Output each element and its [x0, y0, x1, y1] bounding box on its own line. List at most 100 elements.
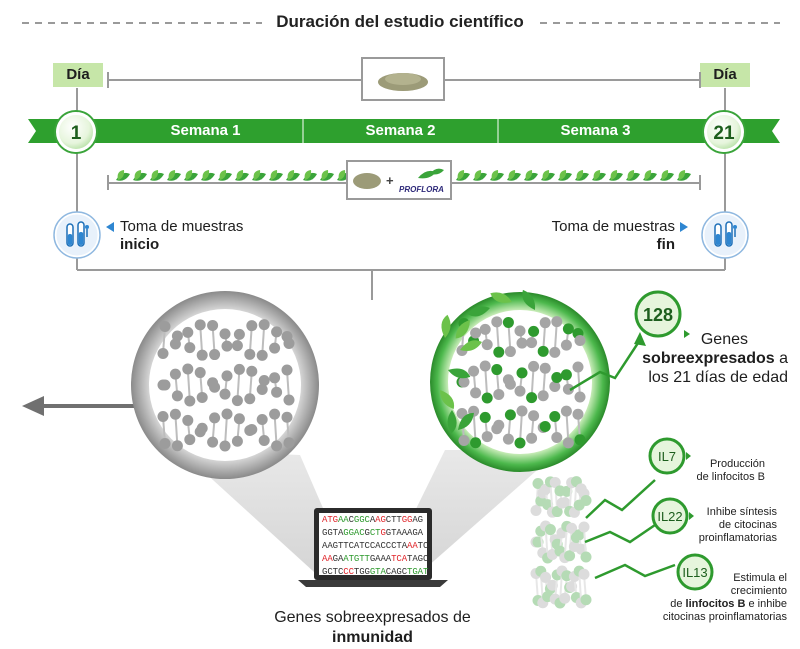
sequence-line: AAGAATGTTGAAATCATAGC	[322, 554, 429, 564]
sequence-line: GCTCCCTGGGTACAGCTGAT	[322, 567, 429, 577]
dna-node	[470, 327, 482, 339]
dna-node	[196, 349, 208, 361]
dna-node	[575, 483, 587, 495]
dna-node	[572, 361, 584, 373]
leaf-icon	[116, 170, 130, 181]
leaf-icon	[269, 170, 283, 181]
leaf-icon	[167, 170, 181, 181]
leaf-icon	[133, 170, 147, 181]
dna-node	[209, 412, 221, 424]
dna-node	[246, 320, 258, 332]
dna-node	[568, 506, 580, 518]
dna-node	[194, 367, 206, 379]
il13-line3: de linfocitos B e inhibe	[670, 598, 787, 610]
dna-node	[196, 391, 208, 403]
leaf-icon	[575, 170, 589, 181]
dna-node	[562, 383, 574, 395]
dna-node	[539, 420, 551, 432]
il7-badge: IL7	[658, 449, 676, 464]
dna-node	[470, 387, 482, 399]
dna-node	[526, 337, 538, 349]
dna-node	[514, 437, 526, 449]
dna-node	[481, 392, 493, 404]
dna-node	[528, 410, 540, 422]
dna-node	[530, 568, 542, 580]
dna-node	[219, 328, 231, 340]
dna-node	[231, 395, 243, 407]
gene-illustration: 128 IL7 IL22 IL13	[22, 289, 714, 609]
bottom-caption: Genes sobreexpresados de inmunidad	[240, 608, 505, 648]
dna-node	[537, 345, 549, 357]
dna-node	[573, 565, 585, 577]
il22-line1: Inhibe síntesis	[706, 506, 777, 518]
genes-line2: sobreexpresados a	[590, 349, 788, 368]
dna-node	[537, 597, 549, 609]
dna-node	[528, 325, 540, 337]
dna-node	[544, 476, 556, 488]
dna-node	[578, 568, 590, 580]
sample-tube-icon-start	[53, 211, 101, 259]
dna-node	[169, 368, 181, 380]
dna-node	[542, 552, 554, 564]
dna-node	[233, 413, 245, 425]
dna-node	[207, 319, 219, 331]
leaf-icon	[507, 170, 521, 181]
dna-node	[528, 360, 540, 372]
dna-node	[530, 536, 542, 548]
leaf-icon	[524, 170, 538, 181]
day-end-badge: 21	[704, 112, 744, 152]
genes-line2-bold: sobreexpresados	[642, 350, 775, 367]
dna-node	[551, 538, 563, 550]
sequence-line: GGTAGGACGCTGGTAAAGA	[322, 528, 423, 538]
dna-node	[502, 316, 514, 328]
dna-node	[578, 488, 590, 500]
dna-node	[504, 378, 516, 390]
dna-node	[560, 339, 572, 351]
sequence-line: ATGAACGGCAAGCTTGGAG	[322, 515, 423, 525]
dna-node	[540, 571, 552, 583]
dna-node	[537, 487, 549, 499]
dna-node	[182, 326, 194, 338]
dna-node	[574, 391, 586, 403]
dna-node	[283, 394, 295, 406]
leaf-icon	[440, 390, 455, 409]
leaf-icon	[660, 170, 674, 181]
dna-node	[535, 525, 547, 537]
dna-node	[271, 440, 283, 452]
leaf-icon	[447, 410, 457, 434]
leaf-icon	[458, 412, 474, 430]
sampling-start-text: Toma de muestras inicio	[120, 218, 243, 254]
dna-node	[537, 390, 549, 402]
dna-node	[564, 505, 576, 517]
leaf-icon	[320, 170, 334, 181]
leaf-icon	[150, 170, 164, 181]
dna-node	[514, 325, 526, 337]
dna-node	[530, 504, 542, 516]
dna-node	[578, 521, 590, 533]
dna-node	[549, 380, 561, 392]
dna-node	[566, 522, 578, 534]
sampling-end-text: Toma de muestras fin	[520, 218, 675, 254]
il13-description: Estimula el crecimiento de linfocitos B …	[620, 572, 787, 624]
leaf-icon	[286, 170, 300, 181]
dna-node	[493, 388, 505, 400]
dna-node	[535, 495, 547, 507]
dna-node	[542, 499, 554, 511]
gene-count-badge: 128	[643, 305, 673, 325]
dna-node	[171, 440, 183, 452]
dna-node	[256, 383, 268, 395]
dna-node	[570, 592, 582, 604]
dna-node	[504, 409, 516, 421]
dna-node	[566, 580, 578, 592]
leaf-icon	[467, 306, 490, 317]
dna-node	[559, 592, 571, 604]
leaf-icon	[626, 170, 640, 181]
dna-node	[561, 570, 573, 582]
dna-node	[562, 323, 574, 335]
dna-node	[256, 349, 268, 361]
dna-node	[491, 364, 503, 376]
dna-node	[246, 423, 258, 435]
week-2-label: Semana 2	[365, 122, 436, 139]
leaf-icon	[541, 170, 555, 181]
dna-node	[564, 582, 576, 594]
